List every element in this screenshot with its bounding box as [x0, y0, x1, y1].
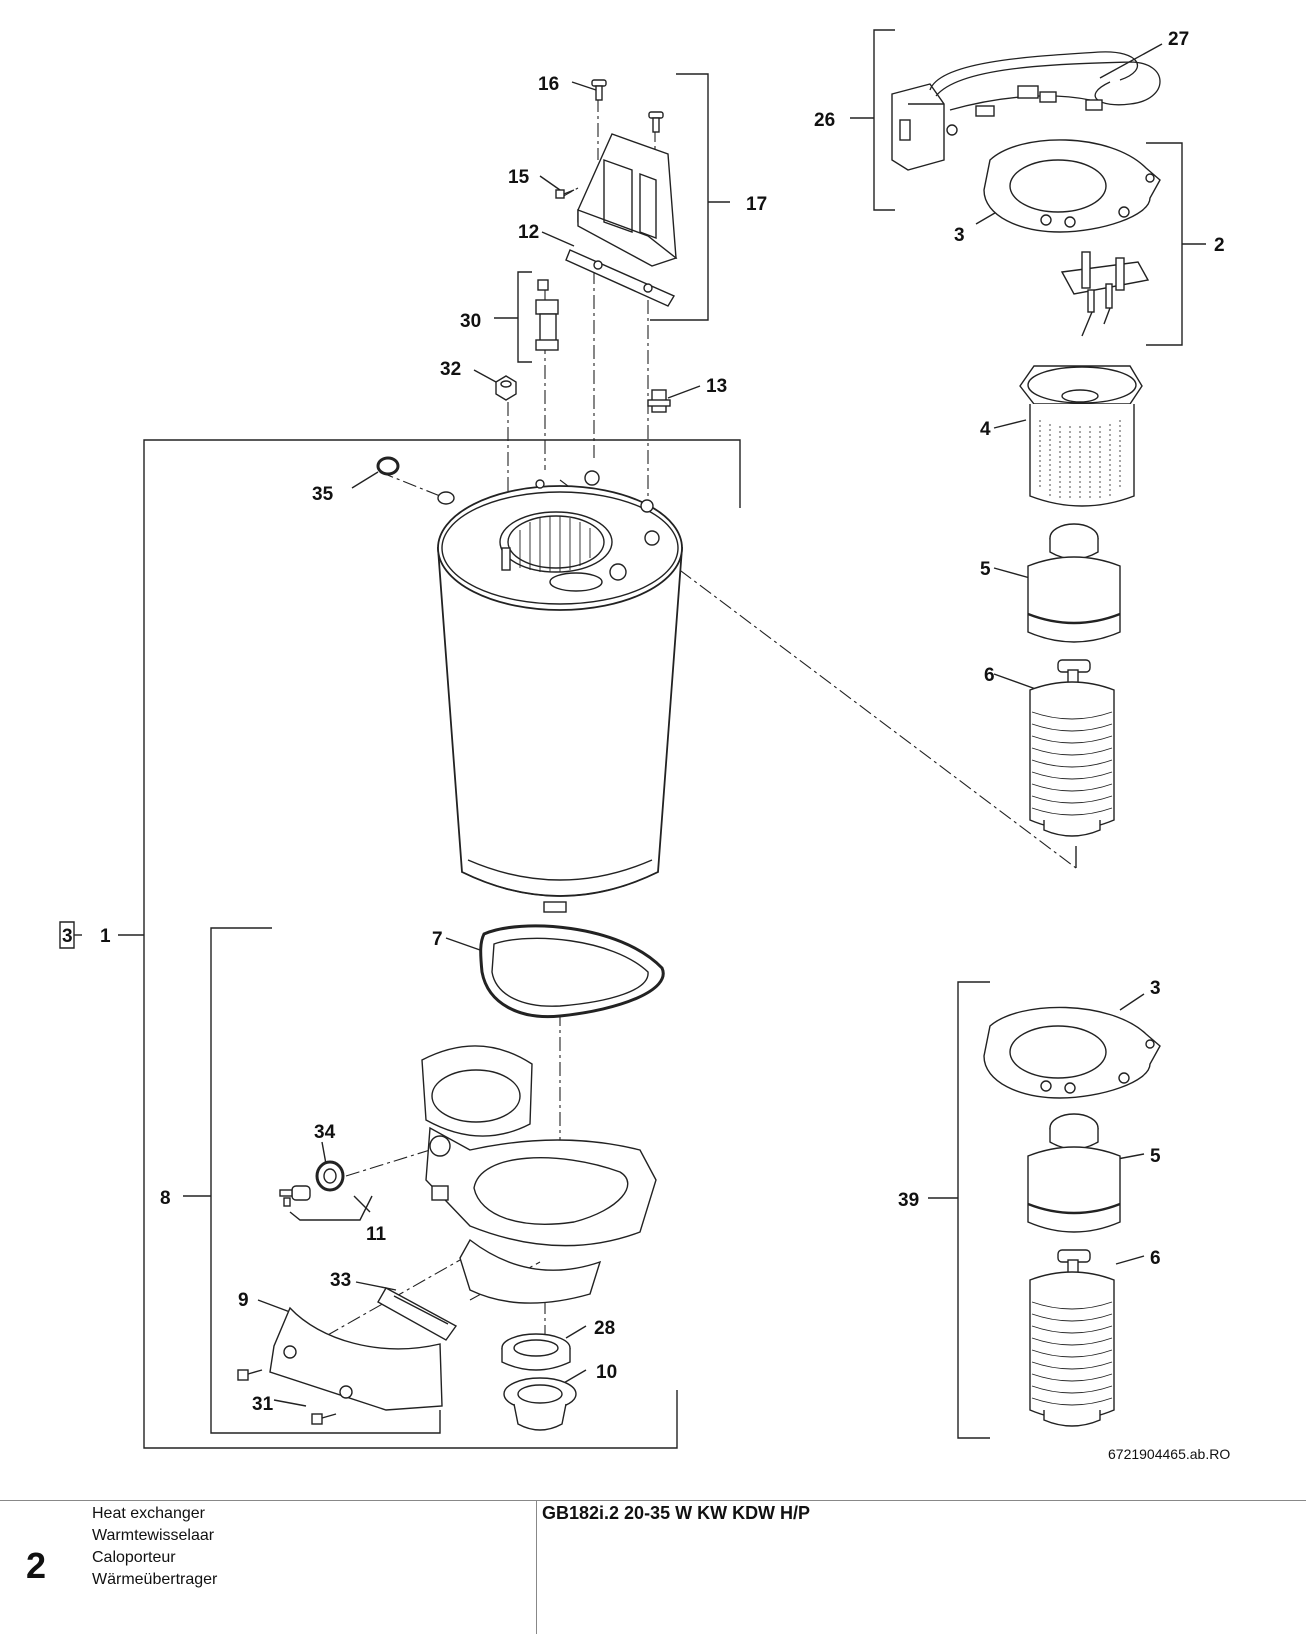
- callout-15: 15: [508, 167, 530, 188]
- callout-39: 39: [898, 1190, 919, 1211]
- title-dutch: Warmtewisselaar: [92, 1527, 215, 1544]
- callout-6-bottom: 6: [1150, 1248, 1161, 1269]
- title-german: Wärmeübertrager: [92, 1571, 218, 1588]
- title-english: Heat exchanger: [92, 1505, 205, 1522]
- callout-4: 4: [980, 419, 991, 440]
- callout-32: 32: [440, 359, 461, 380]
- callout-2: 2: [1214, 235, 1225, 256]
- callout-26: 26: [814, 110, 835, 131]
- callout-8: 8: [160, 1188, 171, 1209]
- model-name: GB182i.2 20-35 W KW KDW H/P: [542, 1503, 811, 1523]
- callout-31: 31: [252, 1394, 274, 1415]
- drawing-reference-code: 6721904465.ab.RO: [1108, 1446, 1230, 1462]
- callout-30: 30: [460, 311, 481, 332]
- callout-3-bottom: 3: [1150, 978, 1161, 999]
- callout-35: 35: [312, 484, 334, 505]
- callout-13: 13: [706, 376, 727, 397]
- callout-9: 9: [238, 1290, 249, 1311]
- callout-3-top: 3: [954, 225, 965, 246]
- callout-7: 7: [432, 929, 443, 950]
- page-footer: 2 Heat exchanger Warmtewisselaar Calopor…: [0, 1500, 1306, 1634]
- callout-16: 16: [538, 74, 559, 95]
- callout-5-top: 5: [980, 559, 991, 580]
- callout-27: 27: [1168, 29, 1189, 50]
- section-titles: Heat exchanger Warmtewisselaar Caloporte…: [92, 1503, 217, 1591]
- callout-6-top: 6: [984, 665, 995, 686]
- callout-12: 12: [518, 222, 539, 243]
- callout-34: 34: [314, 1122, 336, 1143]
- callout-33: 33: [330, 1270, 351, 1291]
- title-french: Caloporteur: [92, 1549, 176, 1566]
- callout-11: 11: [366, 1224, 387, 1245]
- callout-1: 1: [100, 926, 111, 947]
- page-number: 2: [26, 1545, 47, 1586]
- callout-3-box: 3: [62, 926, 73, 947]
- exploded-parts-diagram: 16 15 12 17 30 32 13 35 26 27 3 2 4 5 6 …: [59, 29, 1230, 1462]
- callout-10: 10: [596, 1362, 617, 1383]
- callout-5-bottom: 5: [1150, 1146, 1161, 1167]
- callout-17: 17: [746, 194, 767, 215]
- footer-divider: [536, 1501, 537, 1634]
- callout-28: 28: [594, 1318, 615, 1339]
